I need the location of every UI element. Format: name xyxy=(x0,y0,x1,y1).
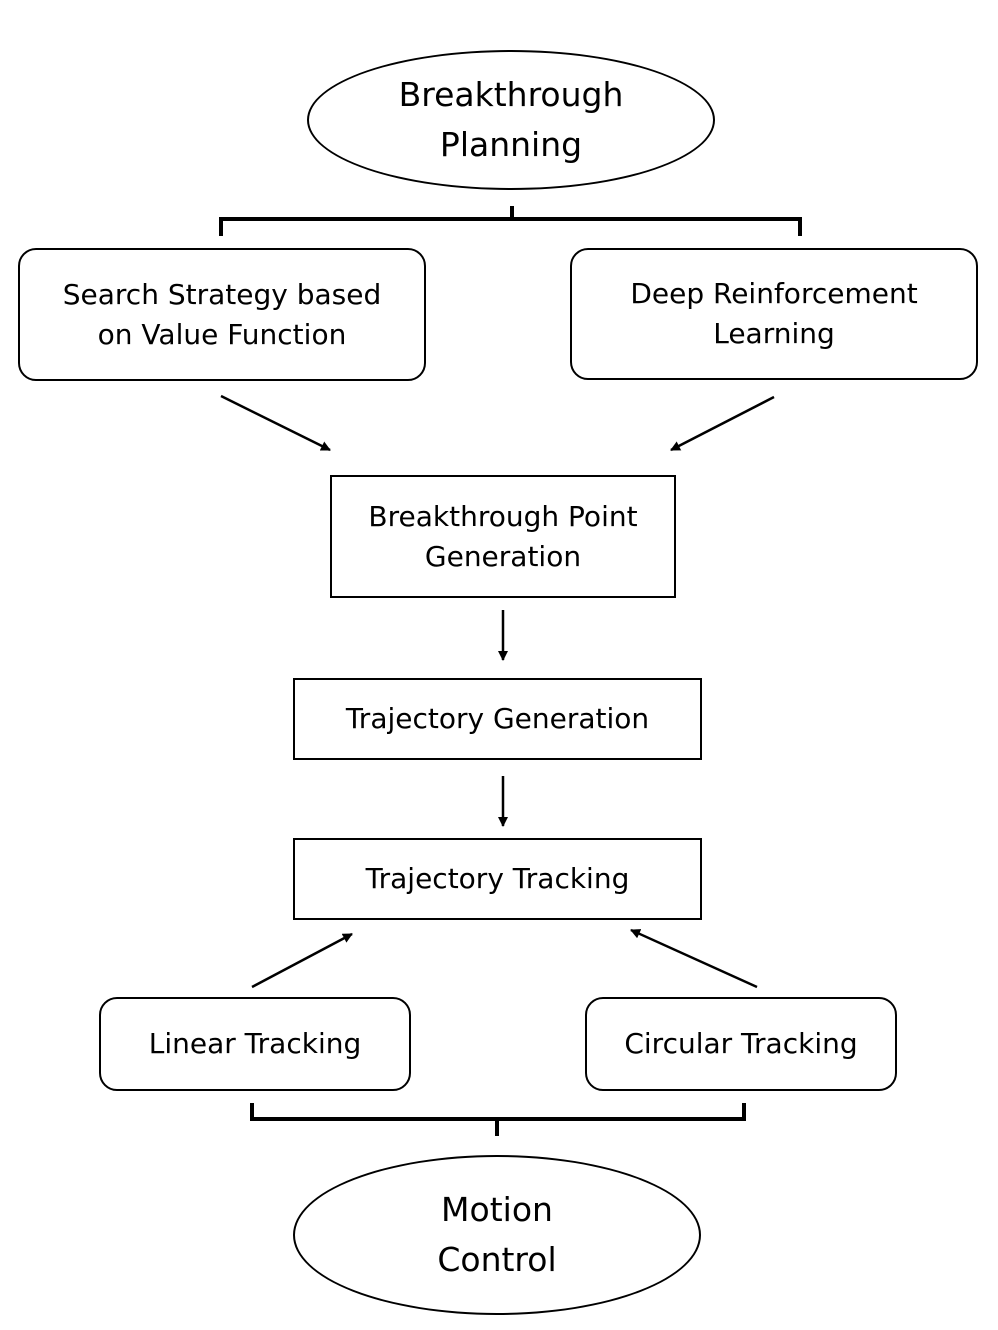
linear-tracking-node: Linear Tracking xyxy=(99,997,411,1091)
search-strategy-node: Search Strategy based on Value Function xyxy=(18,248,426,381)
deep-reinforcement-learning-node: Deep Reinforcement Learning xyxy=(570,248,978,380)
top-bracket xyxy=(219,206,802,236)
circular-tracking-node: Circular Tracking xyxy=(585,997,897,1091)
motion-control-node: Motion Control xyxy=(293,1155,701,1315)
deep-rl-line2: Learning xyxy=(713,317,835,350)
motion-control-line2: Control xyxy=(437,1240,557,1279)
breakthrough-planning-line2: Planning xyxy=(439,125,583,164)
motion-control-line1: Motion xyxy=(441,1189,553,1229)
breakthrough-point-line2: Generation xyxy=(424,539,582,573)
linear-tracking-label: Linear Tracking xyxy=(148,1027,362,1061)
trajectory-tracking-label: Trajectory Tracking xyxy=(365,862,630,896)
trajectory-tracking-node: Trajectory Tracking xyxy=(293,838,702,920)
arrow-linear-to-tracking xyxy=(251,932,353,989)
bottom-bracket xyxy=(250,1103,746,1136)
trajectory-generation-label: Trajectory Generation xyxy=(345,702,650,736)
trajectory-generation-node: Trajectory Generation xyxy=(293,678,702,760)
circular-tracking-label: Circular Tracking xyxy=(624,1027,858,1061)
deep-rl-line1: Deep Reinforcement xyxy=(630,277,918,311)
breakthrough-point-generation-node: Breakthrough Point Generation xyxy=(330,475,676,598)
breakthrough-planning-node: Breakthrough Planning xyxy=(307,50,715,190)
search-strategy-line2: on Value Function xyxy=(97,317,347,351)
arrow-drl-to-point xyxy=(670,395,775,452)
arrow-search-to-point xyxy=(220,394,331,452)
breakthrough-point-line1: Breakthrough Point xyxy=(368,499,638,533)
search-strategy-line1: Search Strategy based xyxy=(62,277,382,311)
arrow-circular-to-tracking xyxy=(630,928,758,989)
breakthrough-planning-line1: Breakthrough xyxy=(398,74,624,114)
